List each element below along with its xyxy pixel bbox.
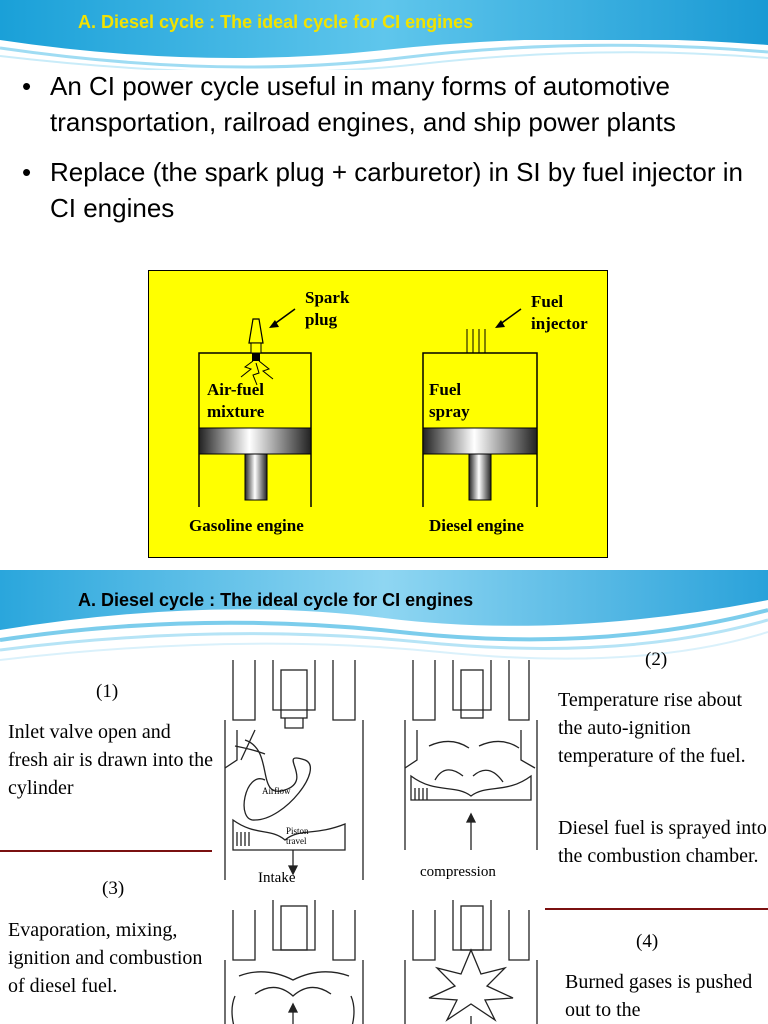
bullet-marker: •: [22, 157, 32, 187]
gasoline-cylinder: [198, 308, 312, 507]
exhaust-cylinder: [404, 900, 538, 1024]
step-2-text-1: Temperature rise about the auto-ignition…: [558, 689, 746, 767]
engine-strokes-illustration: [224, 660, 538, 1024]
engine-diagram-drawing: [198, 308, 538, 507]
step-3-number: (3): [102, 878, 125, 899]
divider-right: [545, 908, 768, 910]
bullet-list: • An CI power cycle useful in many forms…: [22, 68, 762, 240]
step-1-number: (1): [96, 681, 119, 702]
diesel-engine-label: Diesel engine: [429, 516, 524, 535]
divider-left: [0, 850, 212, 852]
spark-plug-label: Spark plug: [305, 288, 350, 329]
intake-cylinder: [224, 660, 364, 880]
air-fuel-mixture-label: Air-fuel mixture: [207, 380, 265, 421]
bullet-text: An CI power cycle useful in many forms o…: [50, 71, 676, 137]
step-1-text: Inlet valve open and fresh air is drawn …: [8, 721, 213, 799]
slide-2-title: A. Diesel cycle : The ideal cycle for CI…: [78, 590, 474, 610]
piston-travel-caption: Piston travel: [286, 826, 309, 846]
step-2-number: (2): [645, 649, 668, 670]
gasoline-engine-label: Gasoline engine: [189, 516, 304, 535]
combustion-cylinder: [224, 900, 364, 1024]
compression-cylinder: [404, 660, 538, 850]
engine-comparison-diagram: Spark plug Fuel injector Air-fuel mixtur…: [148, 270, 608, 558]
slide-2: A. Diesel cycle : The ideal cycle for CI…: [0, 570, 768, 1024]
fuel-injector-label: Fuel injector: [531, 292, 588, 333]
step-3-text: Evaporation, mixing, ignition and combus…: [8, 919, 203, 997]
header-wave-decoration: [0, 0, 768, 70]
bullet-item: • An CI power cycle useful in many forms…: [22, 68, 762, 140]
airflow-caption: Airflow: [262, 786, 291, 796]
step-4-text: Burned gases is pushed out to the: [565, 971, 753, 1021]
fuel-spray-label: Fuel spray: [429, 380, 470, 421]
bullet-item: • Replace (the spark plug + carburetor) …: [22, 154, 762, 226]
step-2-text-2: Diesel fuel is sprayed into the combusti…: [558, 817, 767, 867]
slide-1-title: A. Diesel cycle : The ideal cycle for CI…: [78, 12, 474, 32]
intake-caption: Intake: [258, 870, 296, 886]
slide-1: A. Diesel cycle : The ideal cycle for CI…: [0, 0, 768, 558]
diesel-cylinder: [422, 308, 538, 507]
bullet-text: Replace (the spark plug + carburetor) in…: [50, 157, 743, 223]
header-wave-decoration: [0, 570, 768, 661]
compression-caption: compression: [420, 864, 496, 880]
step-4-number: (4): [636, 931, 659, 952]
bullet-marker: •: [22, 71, 32, 101]
